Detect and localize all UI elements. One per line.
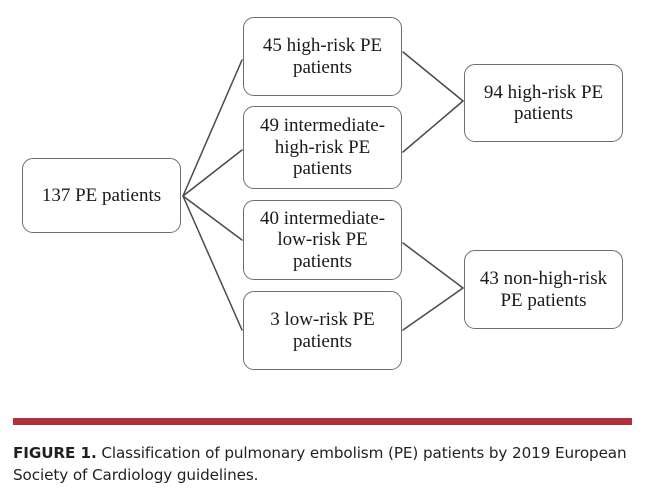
- node-intermediate-high-risk-pe: 49 intermediate- high-risk PE patients: [243, 106, 402, 189]
- figure-caption-body: Classification of pulmonary embolism (PE…: [13, 444, 627, 485]
- node-low-risk-label: 3 low-risk PE patients: [270, 309, 375, 352]
- node-high-risk-total: 94 high-risk PE patients: [464, 64, 623, 142]
- edge-intermediate-low-risk-to-non-high-risk-total: [402, 242, 464, 289]
- node-low-risk-pe: 3 low-risk PE patients: [243, 291, 402, 370]
- edge-low-risk-to-non-high-risk-total: [402, 287, 464, 331]
- edge-high-risk-to-high-risk-total: [402, 51, 464, 102]
- node-root-label: 137 PE patients: [41, 184, 162, 206]
- figure-caption-block: FIGURE 1. Classification of pulmonary em…: [0, 400, 650, 500]
- edge-root-to-low-risk: [182, 195, 243, 331]
- node-root-all-pe-patients: 137 PE patients: [22, 158, 181, 233]
- node-non-high-risk-total-label: 43 non-high-risk PE patients: [479, 268, 608, 311]
- edge-intermediate-high-risk-to-high-risk-total: [402, 100, 464, 153]
- figure-caption-label: FIGURE 1.: [13, 444, 97, 462]
- node-intermediate-high-risk-label: 49 intermediate- high-risk PE patients: [259, 115, 386, 180]
- node-intermediate-low-risk-pe: 40 intermediate- low-risk PE patients: [243, 200, 402, 280]
- node-intermediate-low-risk-label: 40 intermediate- low-risk PE patients: [259, 207, 386, 272]
- node-high-risk-pe: 45 high-risk PE patients: [243, 17, 402, 96]
- caption-divider-rule: [13, 418, 632, 425]
- figure-caption: FIGURE 1. Classification of pulmonary em…: [13, 442, 639, 486]
- edge-root-to-intermediate-low-risk: [182, 195, 243, 241]
- edge-root-to-high-risk: [182, 59, 243, 197]
- node-non-high-risk-total: 43 non-high-risk PE patients: [464, 250, 623, 329]
- flowchart: 137 PE patients 45 high-risk PE patients…: [22, 17, 623, 370]
- edge-root-to-intermediate-high-risk: [182, 149, 243, 197]
- node-high-risk-label: 45 high-risk PE patients: [262, 35, 383, 78]
- node-high-risk-total-label: 94 high-risk PE patients: [483, 81, 604, 124]
